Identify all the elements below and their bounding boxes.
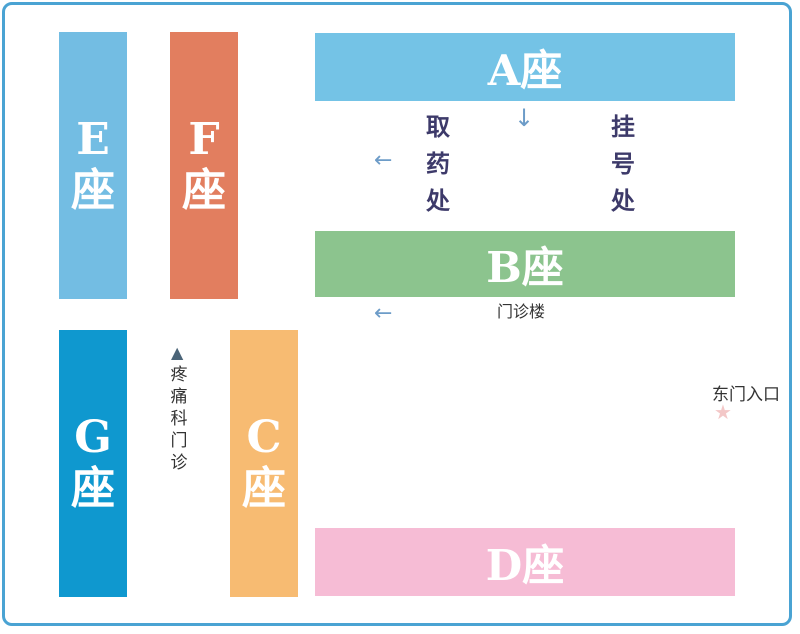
pharmacy-char-1: 取 — [426, 112, 450, 141]
building-e-seat: 座 — [71, 164, 115, 216]
building-f-letter: F — [188, 113, 220, 165]
pain-clinic-char-4: 门 — [170, 431, 188, 452]
building-c-letter: C — [246, 411, 282, 463]
pain-clinic-char-2: 痛 — [170, 387, 188, 408]
registration-char-1: 挂 — [611, 112, 635, 141]
arrow-left-icon: ← — [374, 148, 393, 173]
building-c[interactable]: C 座 — [230, 330, 298, 597]
building-g-letter: G — [74, 411, 112, 463]
pain-clinic-triangle-icon: ▲ — [171, 343, 184, 362]
arrow-left-icon: ← — [374, 301, 393, 326]
building-b-label: B座 — [486, 242, 564, 292]
building-b[interactable]: B座 — [315, 231, 735, 297]
building-g[interactable]: G 座 — [59, 330, 127, 597]
map-frame — [2, 2, 792, 626]
arrow-down-icon: ↓ — [514, 104, 535, 132]
building-f-seat: 座 — [182, 164, 226, 216]
pain-clinic-char-1: 疼 — [170, 365, 188, 385]
outpatient-building-label: 门诊楼 — [497, 302, 546, 321]
building-g-seat: 座 — [71, 462, 115, 514]
pharmacy-label: 取 药 处 — [423, 108, 453, 220]
registration-label: 挂 号 处 — [608, 108, 638, 220]
building-f[interactable]: F 座 — [170, 32, 238, 299]
pain-clinic-char-5: 诊 — [170, 453, 188, 474]
registration-char-2: 号 — [611, 149, 635, 179]
building-e[interactable]: E 座 — [59, 32, 127, 299]
pharmacy-char-3: 处 — [426, 186, 450, 216]
east-entrance-label: 东门入口 — [712, 385, 780, 405]
building-a-label: A座 — [487, 45, 563, 95]
pain-clinic-char-3: 科 — [170, 409, 188, 430]
registration-char-3: 处 — [611, 186, 635, 216]
building-c-seat: 座 — [242, 462, 286, 514]
pharmacy-char-2: 药 — [426, 149, 450, 179]
star-icon: ★ — [714, 400, 732, 424]
building-e-letter: E — [76, 113, 110, 165]
building-d-label: D座 — [485, 540, 565, 590]
pain-clinic-label: 疼 痛 科 门 诊 — [168, 364, 190, 474]
building-a[interactable]: A座 — [315, 33, 735, 101]
building-d[interactable]: D座 — [315, 528, 735, 596]
